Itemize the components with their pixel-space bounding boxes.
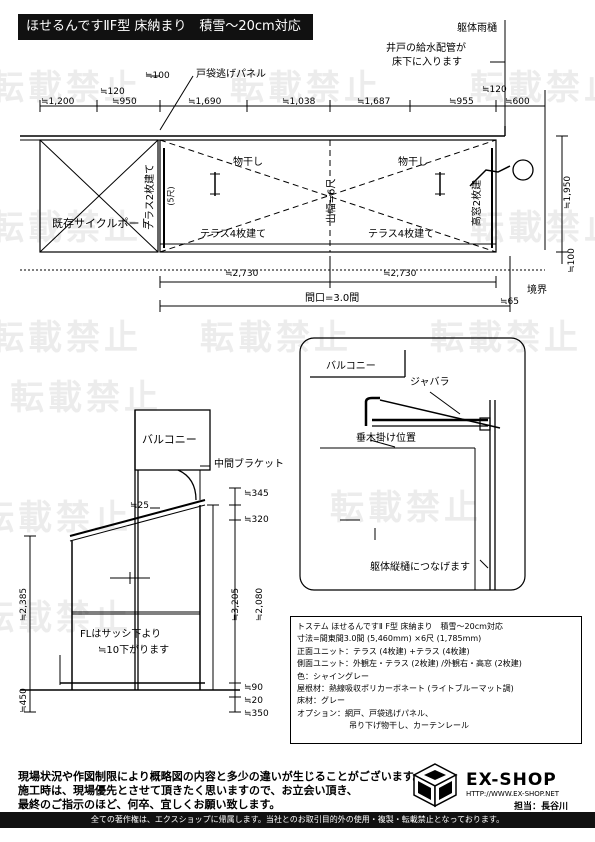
dim-3205: ≒3,205	[231, 587, 242, 622]
dim-100-right: ≒100	[566, 248, 577, 273]
terrace-side-label: テラス2枚建て	[145, 163, 157, 231]
spec-line: 吊り下げ物干し、カーテンレール	[349, 721, 469, 731]
spec-box: トステム ほせるんですⅡ F型 床納まり 積雪～20cm対応 寸法=間東間3.0…	[290, 616, 582, 744]
detail-balcony-label: バルコニー	[326, 361, 376, 372]
bellows-label: ジャバラ	[410, 377, 450, 388]
dim-450: ≒450	[18, 688, 29, 713]
page-title: ほせるんですⅡF型 床納まり 積雪～20cm対応	[18, 14, 313, 40]
high-window-label: 高窓2枚建	[472, 179, 484, 227]
dim-2385: ≒2,385	[19, 587, 30, 622]
dim-1200: ≒1,200	[41, 97, 75, 107]
plan-view	[20, 20, 568, 312]
dim-100: ≒100	[145, 71, 170, 81]
boundary-label: 境界	[527, 285, 547, 296]
dim-65: ≒65	[500, 297, 520, 307]
dim-120-top: ≒120	[100, 87, 125, 97]
brand-name: EX-SHOP	[466, 770, 557, 790]
detail-view	[299, 337, 526, 591]
fl-note-2: ≒10下がります	[98, 645, 170, 656]
dim-950: ≒950	[112, 97, 137, 107]
depth-label: 出幅=6尺	[326, 178, 338, 224]
spec-line: 色：シャイングレー	[297, 671, 369, 681]
door-panel-label: 戸袋逃げパネル	[196, 69, 266, 80]
bracket-label: 中間ブラケット	[214, 459, 284, 470]
spec-line: 屋根材：熱線吸収ポリカーボネート (ライトブルーマット調)	[297, 684, 514, 694]
span-label: 間口=3.0間	[305, 293, 360, 304]
staff-label: 担当：長谷川	[514, 802, 569, 812]
fl-note-1: FLはサッシ下より	[80, 629, 162, 640]
dim-2080: ≒2,080	[255, 587, 266, 622]
rain-gutter-label: 躯体雨樋	[457, 23, 497, 34]
copyright-footer: 全ての著作権は、エクスショップに帰属します。当社とのお取引目的外の使用・複製・転…	[0, 812, 595, 828]
dim-1687: ≒1,687	[357, 97, 391, 107]
dim-345: ≒345	[244, 489, 269, 499]
dim-320: ≒320	[244, 515, 269, 525]
rafter-label: 垂木掛け位置	[356, 433, 416, 444]
dim-600: ≒600	[505, 97, 530, 107]
spec-line: オプション：網戸、戸袋逃げパネル、	[297, 708, 433, 718]
terrace-front-label-2: テラス4枚建て	[368, 229, 435, 240]
terrace-front-label-1: テラス4枚建て	[200, 229, 267, 240]
brand-logo-icon	[412, 763, 458, 808]
water-pipe-note-2: 床下に入ります	[392, 57, 462, 68]
water-pipe-note-1: 井戸の給水配管が	[386, 43, 466, 54]
dim-25: ≒25	[130, 501, 150, 511]
dim-1950: ≒1,950	[563, 175, 574, 210]
terrace-side-sub-label: (5尺)	[166, 186, 176, 206]
spec-line: 床材：グレー	[297, 696, 345, 706]
dim-90: ≒90	[244, 683, 264, 693]
dim-2730-a: ≒2,730	[225, 269, 259, 279]
dim-2730-b: ≒2,730	[383, 269, 417, 279]
dim-1690: ≒1,690	[188, 97, 222, 107]
laundry-label-1: 物干し	[233, 157, 263, 168]
spec-line: 側面ユニット：外観左・テラス (2枚建) /外観右・高窓 (2枚建)	[297, 659, 522, 669]
spec-line: 正面ユニット：テラス (4枚建) +テラス (4枚建)	[297, 646, 470, 656]
note-line: 施工時は、現場優先とさせて頂きたく思いますので、お立会い頂き、	[18, 784, 358, 797]
cycle-port-label: 既存サイクルポート	[52, 217, 151, 230]
elevation-view	[20, 409, 241, 713]
dim-20: ≒20	[244, 696, 264, 706]
elevation-balcony-label: バルコニー	[142, 433, 197, 446]
brand-url: HTTP://WWW.EX-SHOP.NET	[466, 790, 560, 798]
note-line: 最終のご指示のほど、何卒、宜しくお願い致します。	[18, 798, 281, 811]
laundry-label-2: 物干し	[398, 157, 428, 168]
note-line: 現場状況や作図制限により概略図の内容と多少の違いが生じることがございます。	[18, 770, 424, 783]
dim-350: ≒350	[244, 709, 269, 719]
dim-955: ≒955	[449, 97, 474, 107]
spec-line: トステム ほせるんですⅡ F型 床納まり 積雪～20cm対応	[297, 622, 503, 631]
site-notes: 現場状況や作図制限により概略図の内容と多少の違いが生じることがございます。 施工…	[18, 770, 424, 812]
spec-line: 寸法=間東間3.0間 (5,460mm) ×6尺 (1,785mm)	[297, 634, 482, 644]
dim-1038: ≒1,038	[282, 97, 316, 107]
dim-120-right: ≒120	[482, 85, 507, 95]
gutter-connection-note: 躯体縦樋につなげます	[370, 562, 470, 573]
